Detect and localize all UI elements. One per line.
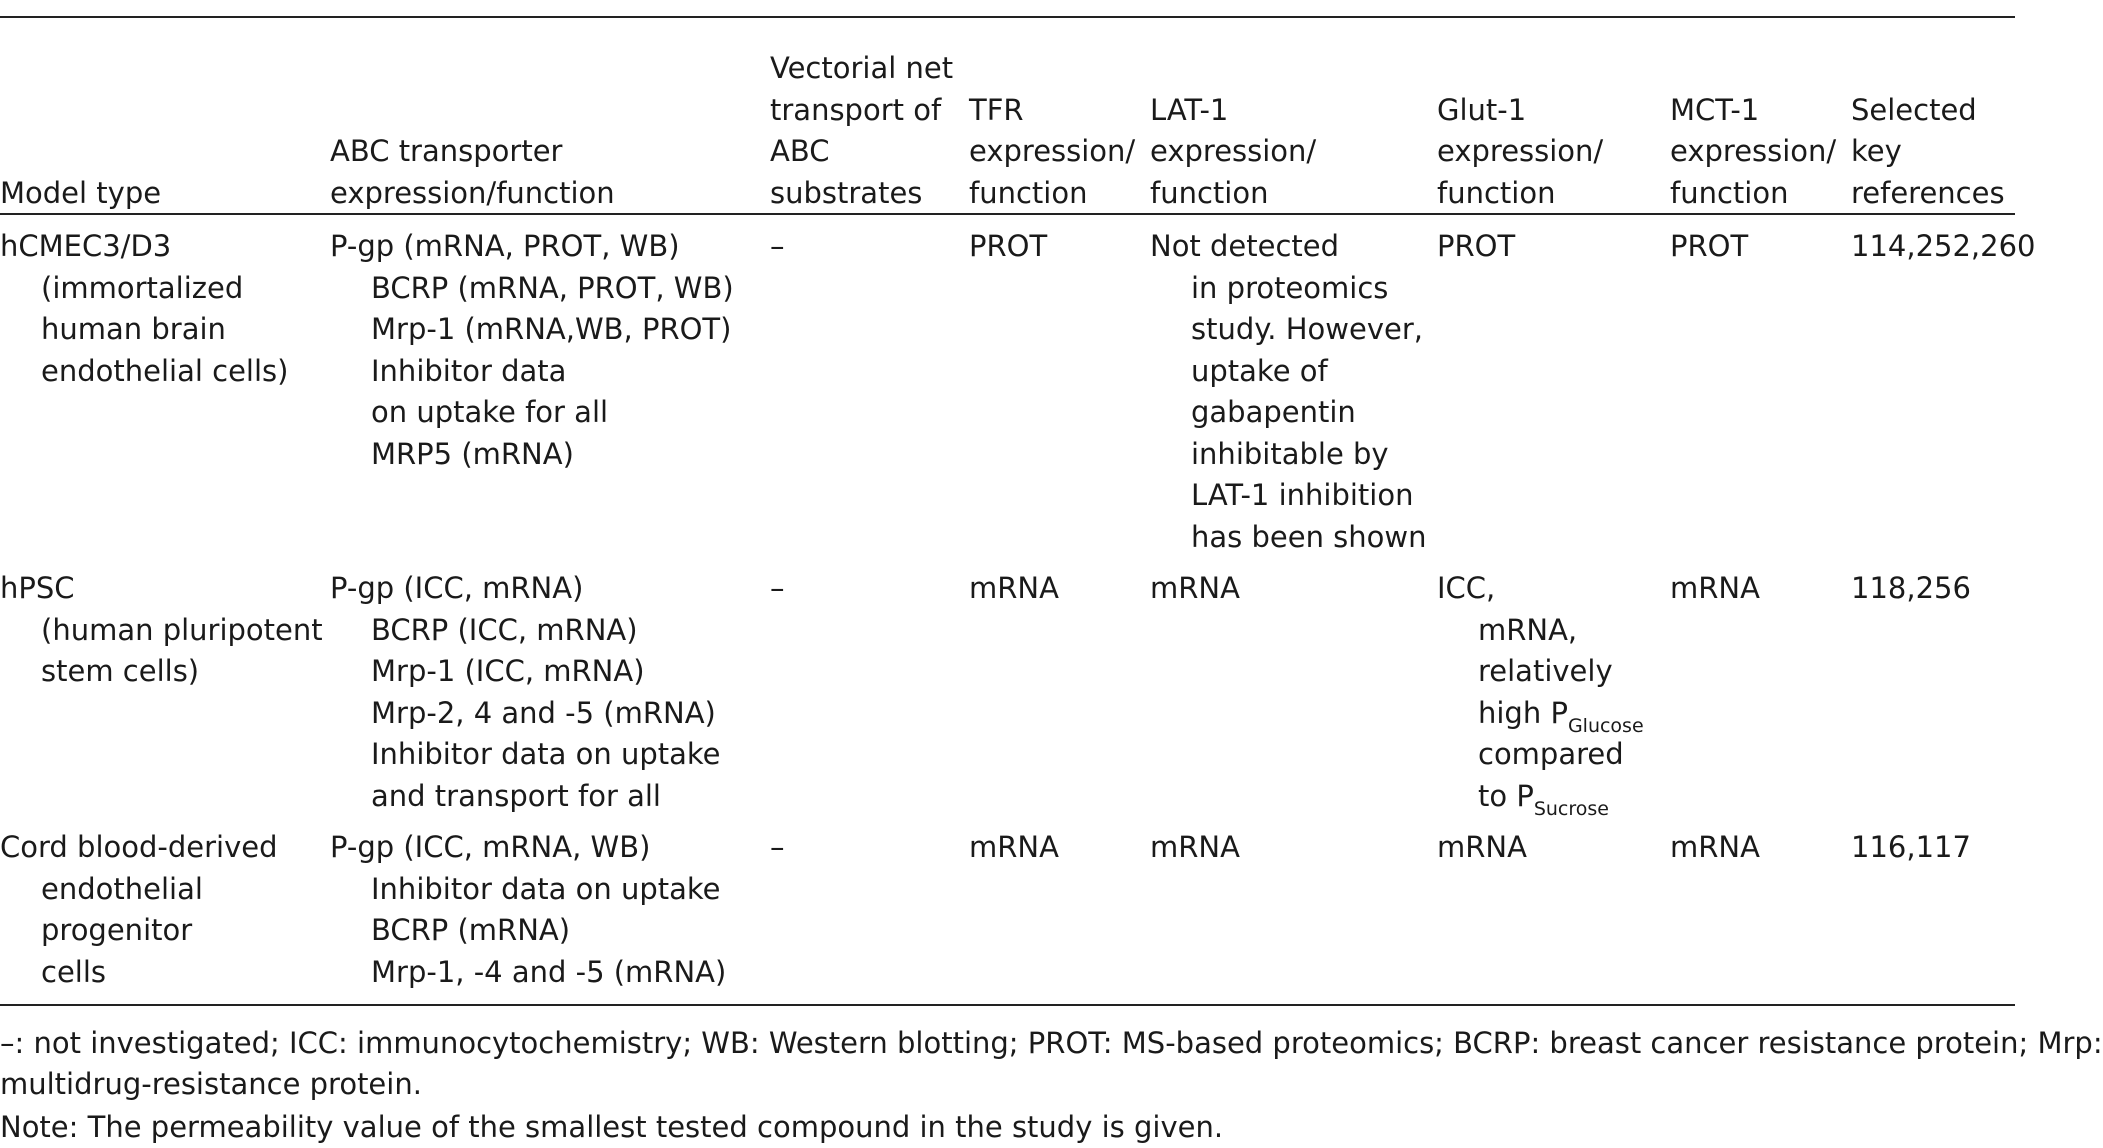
cell-model-type: hPSC (human pluripotent stem cells) xyxy=(0,571,323,688)
header-lat1: LAT-1 expression/ function xyxy=(1150,92,1317,210)
table-page: Model type ABC transporter expression/fu… xyxy=(0,16,2103,1144)
footnote-note: Note: The permeability value of the smal… xyxy=(0,1110,1224,1144)
header-key-references: Selected key references xyxy=(1851,92,2005,210)
cell-vectorial-transport: – xyxy=(770,229,785,263)
header-glut1: Glut-1 expression/ function xyxy=(1437,92,1604,210)
cell-abc-transporter: P-gp (ICC, mRNA, WB) Inhibitor data on u… xyxy=(330,830,727,989)
cell-lat1: Not detected in proteomics study. Howeve… xyxy=(1150,229,1427,554)
cell-abc-transporter: P-gp (mRNA, PROT, WB) BCRP (mRNA, PROT, … xyxy=(330,229,734,471)
cell-model-type: hCMEC3/D3 (immortalized human brain endo… xyxy=(0,229,289,388)
cell-tfr: mRNA xyxy=(969,571,1059,605)
cell-key-references: 118,256 xyxy=(1851,571,1971,605)
cell-glut1: mRNA xyxy=(1437,830,1527,864)
cell-lat1: mRNA xyxy=(1150,571,1240,605)
cell-vectorial-transport: – xyxy=(770,571,785,605)
footnote-abbreviations: –: not investigated; ICC: immunocytochem… xyxy=(0,1026,2103,1101)
cell-tfr: PROT xyxy=(969,229,1048,263)
cell-abc-transporter: P-gp (ICC, mRNA) BCRP (ICC, mRNA) Mrp-1 … xyxy=(330,571,721,813)
table-bottom-rule xyxy=(0,1004,2015,1006)
cell-key-references: 116,117 xyxy=(1851,830,1971,864)
cell-mct1: mRNA xyxy=(1670,830,1760,864)
header-separator-rule xyxy=(0,213,2015,215)
cell-model-type: Cord blood-derived endothelial progenito… xyxy=(0,830,278,989)
comparison-table: Model type ABC transporter expression/fu… xyxy=(0,18,2036,993)
cell-vectorial-transport: – xyxy=(770,830,785,864)
cell-mct1: PROT xyxy=(1670,229,1749,263)
cell-key-references: 114,252,260 xyxy=(1851,229,2036,263)
cell-glut1: ICC, mRNA, relatively high PGlucose comp… xyxy=(1437,558,1670,820)
glut1-glucose-permeability: high PGlucose xyxy=(1478,695,1644,737)
table-row-hpsc: hPSC (human pluripotent stem cells) P-gp… xyxy=(0,558,2015,820)
header-mct1: MCT-1 expression/ function xyxy=(1670,92,1837,210)
cell-lat1: mRNA xyxy=(1150,830,1240,864)
header-model-type: Model type xyxy=(0,175,162,210)
cell-glut1: PROT xyxy=(1437,229,1516,263)
header-abc-transporter: ABC transporter expression/function xyxy=(330,134,615,210)
cell-mct1: mRNA xyxy=(1670,571,1760,605)
table-row-cord-blood: Cord blood-derived endothelial progenito… xyxy=(0,817,2015,993)
glut1-sucrose-permeability: to PSucrose xyxy=(1478,778,1609,820)
table-top-rule xyxy=(0,16,2015,18)
header-tfr: TFR expression/ function xyxy=(969,92,1136,210)
header-vectorial-transport: Vectorial net transport of ABC substrate… xyxy=(770,51,954,210)
header-row: Model type ABC transporter expression/fu… xyxy=(0,18,2015,216)
table-row-hcmec3-d3: hCMEC3/D3 (immortalized human brain endo… xyxy=(0,216,2036,558)
cell-tfr: mRNA xyxy=(969,830,1059,864)
